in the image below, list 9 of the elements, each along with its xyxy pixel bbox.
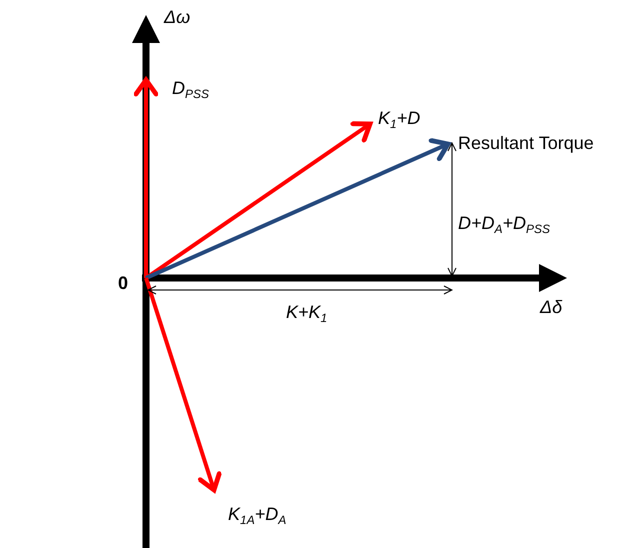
symbol-label: Δδ <box>540 297 562 317</box>
symbol-label: K+K$_{1}$ <box>286 302 328 322</box>
symbol-label: K$_{1}$+D <box>378 108 420 128</box>
symbol-label: D$_{PSS}$ <box>172 78 210 98</box>
origin-label: 0 <box>118 273 128 293</box>
symbol-label: Δω <box>164 7 190 27</box>
symbol-label: D+D$_{A}$+D$_{PSS}$ <box>458 213 550 233</box>
vector-label: Resultant Torque <box>458 133 594 153</box>
symbol-label: K$_{1A}$+D$_{A}$ <box>228 504 286 524</box>
